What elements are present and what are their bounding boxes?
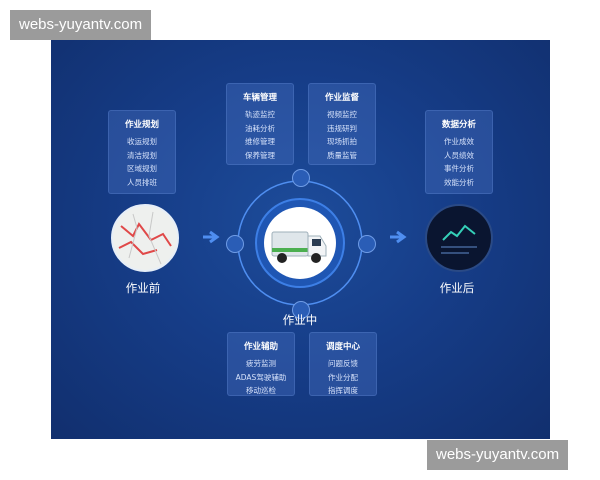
card-vehicle-item: 维修管理: [245, 137, 275, 146]
garbage-truck-icon: [271, 231, 327, 263]
chat-icon: [358, 235, 376, 253]
card-planning-item: 清洁规划: [127, 150, 157, 160]
card-supervision-item: 现场抓拍: [327, 137, 357, 146]
card-analysis-item: 人员绩效: [444, 150, 474, 160]
arrow-right-icon: [203, 230, 220, 244]
card-analysis-item: 效能分析: [444, 177, 474, 187]
map-thumbnail-icon: [111, 204, 179, 272]
card-supervision: 作业监督 视频监控 违规研判 现场抓拍 质量监管: [308, 83, 376, 165]
stage-after-label: 作业后: [439, 281, 475, 295]
card-analysis-title: 数据分析: [441, 120, 476, 130]
watermark-bottom: webs-yuyantv.com: [427, 440, 569, 470]
card-assist-item: ADAS驾驶辅助: [235, 372, 287, 382]
card-assist-item: 移动巡检: [246, 386, 276, 395]
card-planning: 作业规划 收运规划 清洁规划 区域规划 人员排班: [108, 110, 176, 194]
card-dispatch-title: 调度中心: [325, 342, 360, 352]
card-analysis-item: 作业成效: [444, 137, 474, 146]
card-planning-item: 区域规划: [127, 164, 157, 173]
card-assist-title: 作业辅助: [243, 342, 278, 352]
card-dispatch-item: 指挥调度: [328, 386, 358, 395]
card-supervision-item: 视频监控: [327, 110, 357, 119]
watermark-top: webs-yuyantv.com: [10, 10, 152, 40]
workflow-diagram: 作业规划 收运规划 清洁规划 区域规划 人员排班 车辆管理 轨迹监控 油耗分析 …: [51, 40, 550, 439]
card-assist-item: 疲劳监测: [246, 359, 276, 368]
card-dispatch-item: 问题反馈: [328, 359, 358, 368]
card-planning-item: 收运规划: [127, 137, 157, 146]
card-supervision-title: 作业监督: [324, 93, 359, 103]
card-planning-item: 人员排班: [127, 177, 157, 187]
monitor-icon: [292, 169, 310, 187]
card-planning-title: 作业规划: [124, 120, 159, 130]
card-dispatch: 调度中心 问题反馈 作业分配 指挥调度: [309, 332, 377, 396]
chat-icon: [292, 301, 310, 319]
card-supervision-item: 违规研判: [327, 123, 357, 133]
arrow-right-icon: [390, 230, 407, 244]
card-assist: 作业辅助 疲劳监测 ADAS驾驶辅助 移动巡检: [227, 332, 295, 396]
card-vehicle: 车辆管理 轨迹监控 油耗分析 维修管理 保养管理: [226, 83, 294, 165]
stage-during-label: 作业中: [282, 313, 318, 327]
card-analysis: 数据分析 作业成效 人员绩效 事件分析 效能分析: [425, 110, 493, 194]
dashboard-thumbnail-icon: [425, 204, 493, 272]
card-dispatch-item: 作业分配: [328, 372, 358, 382]
card-analysis-item: 事件分析: [444, 164, 474, 173]
card-vehicle-item: 保养管理: [245, 150, 275, 160]
card-vehicle-item: 轨迹监控: [245, 110, 275, 119]
card-vehicle-item: 油耗分析: [245, 123, 275, 133]
card-vehicle-title: 车辆管理: [242, 93, 277, 103]
stage-before-label: 作业前: [125, 281, 161, 295]
monitor-icon: [226, 235, 244, 253]
card-supervision-item: 质量监管: [327, 150, 357, 160]
